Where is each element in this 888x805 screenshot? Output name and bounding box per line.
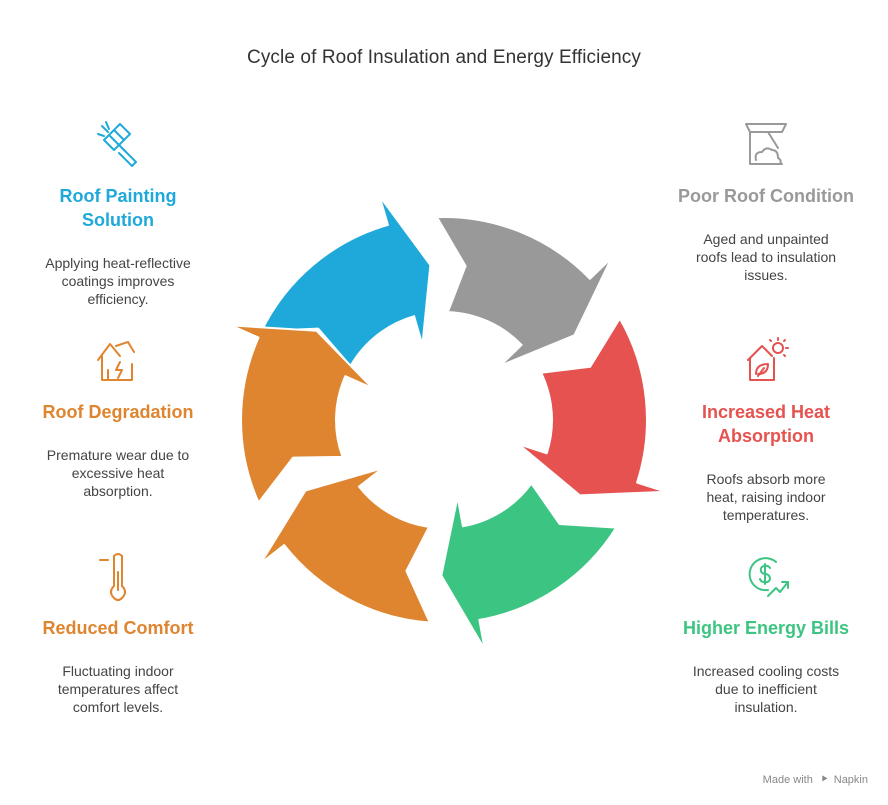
stage-desc: Premature wear due to excessive heat abs…: [46, 447, 190, 499]
footer-credit: Made with ⯈ Napkin: [763, 774, 868, 787]
stage-roof-painting: Roof Painting Solution Applying heat-ref…: [23, 118, 213, 308]
stage-desc: Roofs absorb more heat, raising indoor t…: [706, 471, 826, 523]
cycle-arrow-heat-absorption: [517, 317, 667, 497]
stage-desc: Increased cooling costs due to inefficie…: [692, 663, 840, 715]
diagram-title: Cycle of Roof Insulation and Energy Effi…: [247, 47, 641, 68]
stage-energy-bills: Higher Energy Bills Increased cooling co…: [671, 550, 861, 716]
stage-title: Higher Energy Bills: [682, 618, 850, 638]
cycle-arrow-energy-bills: [440, 482, 618, 651]
stage-title: Increased Heat Absorption: [701, 402, 831, 446]
stage-degradation: Roof Degradation Premature wear due to e…: [23, 334, 213, 500]
footer-brand: Napkin: [833, 774, 868, 786]
cycle-arrow-degradation: [230, 324, 374, 504]
stage-title: Reduced Comfort: [42, 618, 194, 638]
stage-desc: Aged and unpainted roofs lead to insulat…: [695, 231, 837, 283]
cycle-arrow-roof-painting: [260, 195, 432, 367]
sun-house-icon: [747, 337, 789, 381]
stage-title: Poor Roof Condition: [678, 186, 854, 206]
rising-cost-icon: [748, 557, 789, 597]
stage-desc: Fluctuating indoor temperatures affect c…: [57, 663, 179, 715]
thermometer-icon: [99, 553, 126, 601]
stage-title: Roof Degradation: [42, 402, 194, 422]
paint-roller-icon: [97, 121, 137, 167]
cracked-house-icon: [97, 341, 135, 381]
stage-title: Roof Painting Solution: [59, 186, 177, 230]
stage-heat-absorption: Increased Heat Absorption Roofs absorb m…: [671, 334, 861, 524]
cycle-arrow-reduced-comfort: [259, 467, 431, 624]
napkin-logo-icon: ⯈: [819, 774, 829, 786]
stage-poor-condition: Poor Roof Condition Aged and unpainted r…: [671, 118, 861, 284]
stage-desc: Applying heat-reflective coatings improv…: [45, 255, 191, 307]
damaged-roof-icon: [745, 123, 787, 165]
footer-made-with: Made with: [762, 774, 813, 786]
cycle-arrow-poor-condition: [435, 216, 613, 367]
stage-reduced-comfort: Reduced Comfort Fluctuating indoor tempe…: [23, 550, 213, 716]
